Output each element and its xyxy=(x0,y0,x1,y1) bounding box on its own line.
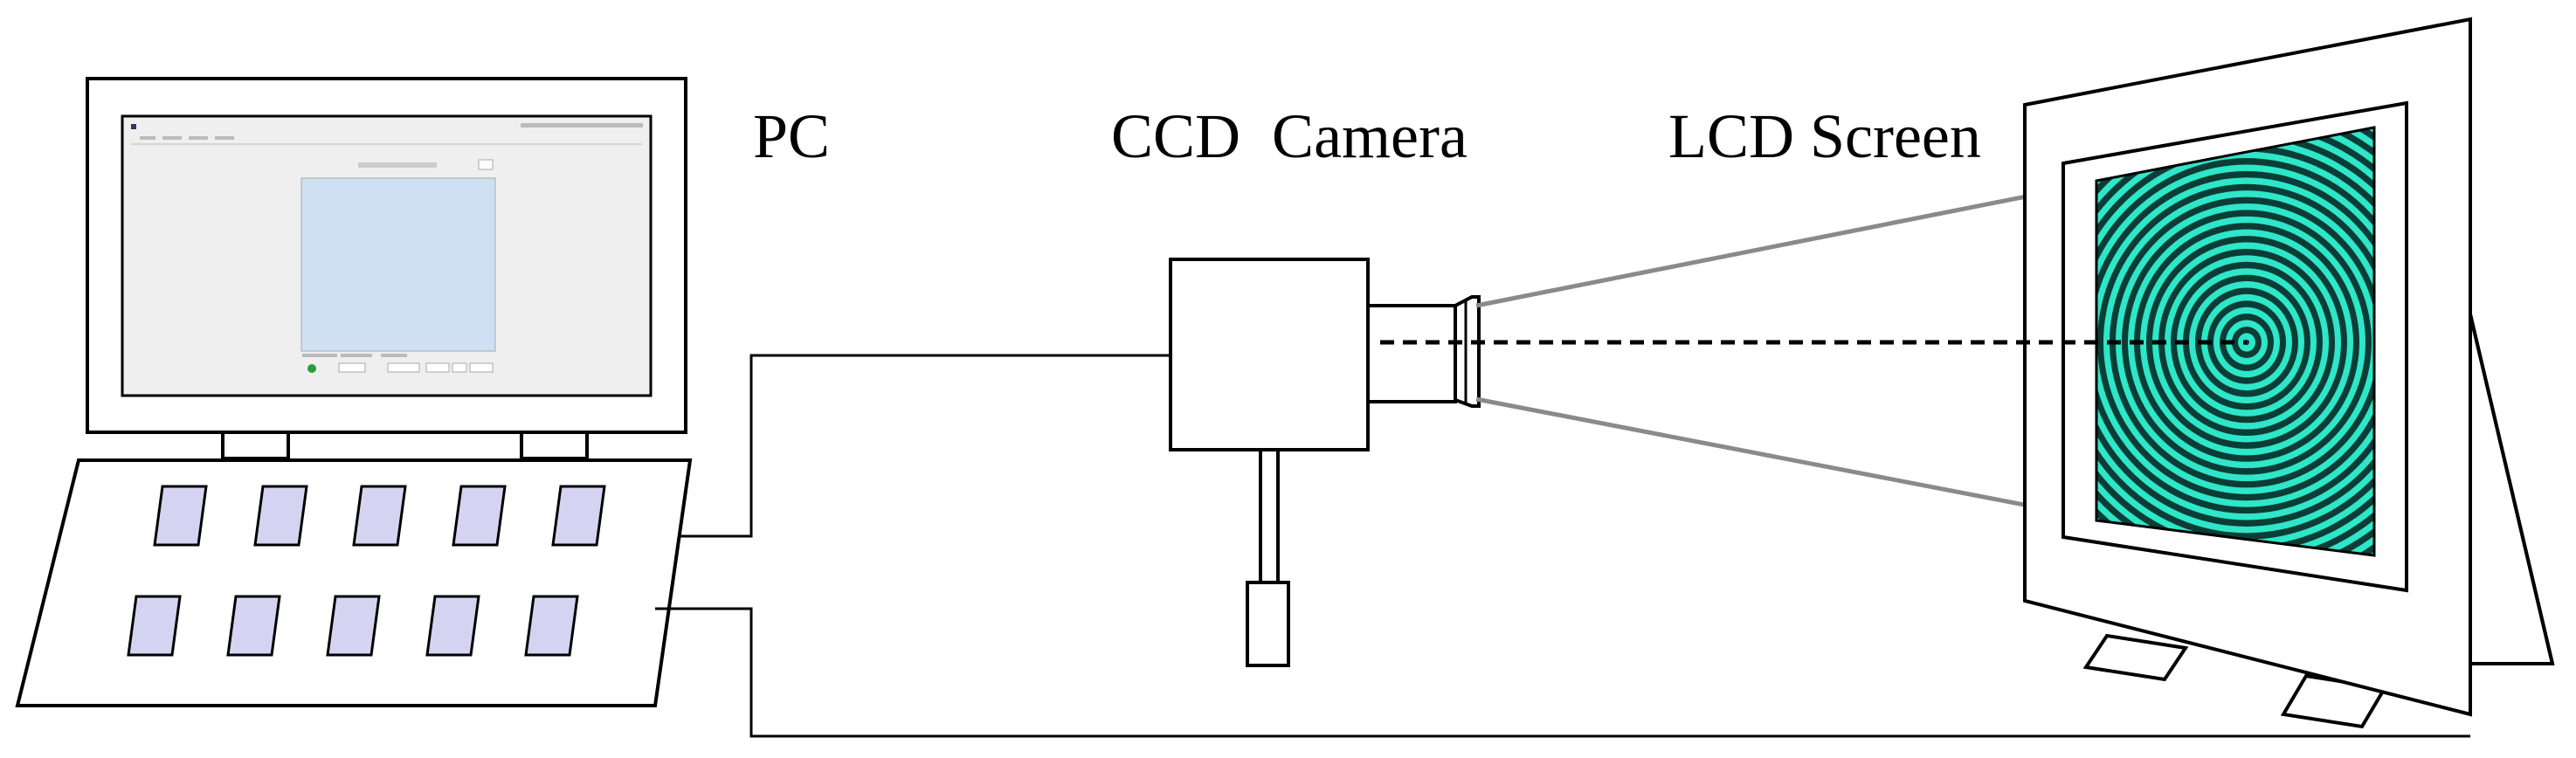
screen-cable xyxy=(655,607,2470,738)
camera-preview-pane xyxy=(300,177,496,352)
software-window xyxy=(131,123,643,373)
cables xyxy=(655,354,2470,738)
camera-lens-barrel xyxy=(1366,304,1457,403)
key xyxy=(551,485,606,547)
camera-cable xyxy=(679,354,1169,538)
camera-label: CCD Camera xyxy=(1111,101,1468,171)
camera-body xyxy=(1169,258,1370,451)
key xyxy=(425,595,480,657)
ray-bottom xyxy=(1475,396,2097,521)
ray-top xyxy=(1475,180,2097,308)
key xyxy=(326,595,381,657)
ccd-camera xyxy=(1169,258,1481,667)
screen-label: LCD Screen xyxy=(1668,101,1981,171)
keys-row-top xyxy=(153,485,606,547)
keys-row-bottom xyxy=(127,595,579,657)
hinge-left xyxy=(221,431,290,460)
key xyxy=(352,485,407,547)
key xyxy=(524,595,579,657)
pc-label: PC xyxy=(753,101,831,171)
pc-laptop xyxy=(15,77,693,707)
screen-display-border xyxy=(2095,126,2376,557)
key xyxy=(253,485,308,547)
key xyxy=(153,485,208,547)
hinge-right xyxy=(520,431,589,460)
key xyxy=(226,595,281,657)
camera-stand-base xyxy=(1246,581,1290,667)
key xyxy=(127,595,182,657)
camera-stand-rod xyxy=(1259,448,1280,584)
optical-rays xyxy=(1475,180,2097,521)
status-dot xyxy=(307,364,316,373)
lcd-screen xyxy=(1380,17,2555,729)
screen-foot-left xyxy=(2082,633,2189,682)
key xyxy=(452,485,507,547)
